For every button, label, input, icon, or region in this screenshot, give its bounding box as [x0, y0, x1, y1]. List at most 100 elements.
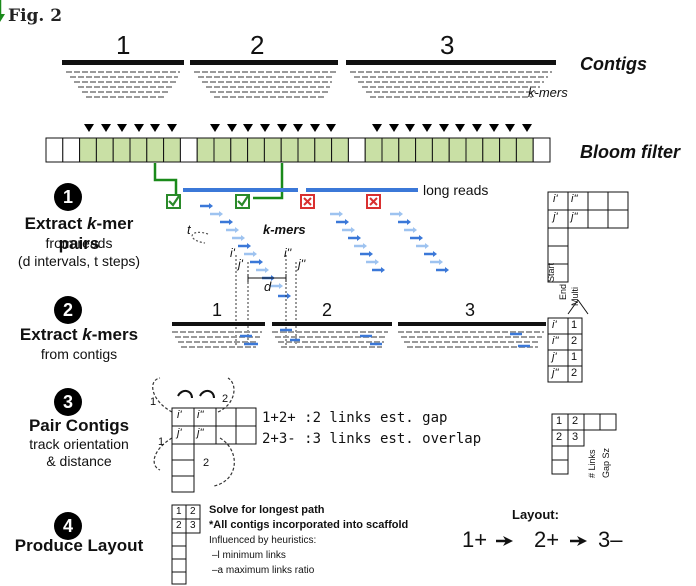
s4-line1: Solve for longest path [209, 504, 325, 516]
bloom-cell [415, 137, 433, 163]
contig-number-1: 1 [116, 30, 131, 60]
step4-table [171, 504, 201, 585]
bloom-cell [465, 137, 484, 163]
s2-contig-number-3: 3 [465, 300, 476, 320]
read-kmer-head [419, 235, 423, 241]
bloom-cell [112, 137, 131, 163]
s2-header-multi: Multi [570, 286, 580, 306]
bloom-cell [247, 137, 265, 163]
read-kmer-head [219, 211, 223, 217]
bloom-cell [129, 137, 148, 163]
figure-label: Fig. 2 [8, 6, 63, 26]
step1-sub1: from reads [45, 235, 113, 251]
loop-label-1: 1 [150, 396, 157, 408]
bloom-cell [381, 137, 400, 163]
read-kmer-head [433, 251, 437, 257]
step1-title-k: k [87, 214, 97, 233]
read-kmer-head [287, 293, 291, 299]
bloom-cell [364, 137, 383, 163]
step1-title-pre: Extract [24, 214, 88, 233]
s4-line3: Influenced by heuristics: [209, 535, 317, 546]
read-kmer-head [345, 219, 349, 225]
s2-row3-key: j' [552, 351, 557, 363]
step1-sub2: (d intervals, t steps) [17, 253, 141, 269]
s3-side-header-gap: Gap Sz [601, 447, 611, 478]
read-kmer-head [363, 243, 367, 249]
contig-bar-1 [62, 60, 184, 65]
step1-kmers-label: k-mers [263, 222, 306, 237]
s3-table-i2: i'' [197, 409, 204, 421]
read-kmer-head [247, 243, 251, 249]
bloom-filter [45, 137, 551, 163]
contigs-label: Contigs [580, 54, 647, 74]
step1-title-post: -mer pairs [58, 214, 134, 253]
s4-line2: *All contigs incorporated into scaffold [209, 519, 409, 531]
step2-sub1: from contigs [40, 346, 118, 362]
bloom-cell [163, 137, 181, 163]
s2-row1-val: 1 [571, 319, 578, 331]
step3-table [171, 407, 257, 493]
step3-loops [152, 377, 235, 487]
s3-side-11: 3 [572, 431, 579, 443]
loop-label-4: 2 [203, 457, 210, 469]
step3-curls [177, 390, 215, 399]
green-arrow-set [82, 108, 534, 134]
s4-t00: 1 [176, 506, 182, 517]
read-kmer-head [259, 259, 263, 265]
read-kmer-head [407, 219, 411, 225]
bloom-cell [79, 137, 97, 163]
layout-item-3: 3– [598, 527, 623, 552]
kmers-label-top: k-mers [528, 85, 568, 100]
s4-line5: –a maximum links ratio [212, 565, 315, 576]
check-box-1 [166, 194, 181, 209]
cross-box-2 [366, 194, 381, 209]
loop-label-2: 2 [222, 393, 229, 405]
layout-label: Layout: [512, 507, 559, 522]
j-dprime-label: j'' [298, 257, 306, 271]
s2-contig-bar-1 [172, 322, 265, 326]
bloom-cell [213, 137, 232, 163]
s3-side-10: 2 [556, 431, 563, 443]
bloom-cell [95, 137, 114, 163]
s2-header-start: Start [546, 262, 556, 282]
step2-title-k: k [82, 325, 92, 344]
read-kmer-head [381, 267, 385, 273]
step3-line2: 2+3- :3 links est. overlap [262, 431, 482, 447]
read-kmer-head [425, 243, 429, 249]
step2-circle: 2 [54, 296, 82, 324]
layout-arrows [496, 536, 587, 546]
d-label: d [264, 279, 272, 294]
d-measure [247, 274, 287, 282]
s4-line4: –l minimum links [212, 550, 286, 561]
layout-item-1: 1+ [462, 527, 488, 552]
contig-bar-2 [190, 60, 338, 65]
bloom-cell [331, 137, 349, 163]
s3-table-j: j' [177, 427, 182, 439]
s4-t10: 2 [176, 520, 182, 531]
s3-side-01: 2 [572, 415, 579, 427]
step4-circle: 4 [54, 512, 82, 540]
s2-contig-bar-2 [272, 322, 392, 326]
s2-contig-number-2: 2 [322, 300, 333, 320]
s3-side-header-links: # Links [587, 449, 597, 478]
s2-contig-bar-3 [398, 322, 546, 326]
bloom-cell [263, 137, 282, 163]
long-read-2 [306, 188, 418, 192]
read-kmer-head [351, 227, 355, 233]
read-kmer-head [399, 211, 403, 217]
step2-title-pre: Extract [19, 325, 83, 344]
step3-sub1: track orientation [29, 436, 129, 452]
green-arrows [0, 0, 5, 22]
s1-table-i2: i'' [571, 193, 578, 205]
bloom-cell [482, 137, 501, 163]
s3-table-i: i' [177, 409, 182, 421]
i-prime-label: i' [230, 246, 235, 260]
bloom-cell [45, 137, 64, 163]
step2-title: Extract k-mers [4, 325, 154, 345]
s2-header-end: End [558, 283, 568, 300]
read-kmer-arrows [200, 203, 449, 299]
s2-blue-kmers [240, 328, 530, 348]
s1-table-j: j' [553, 211, 558, 223]
read-kmer-head [229, 219, 233, 225]
